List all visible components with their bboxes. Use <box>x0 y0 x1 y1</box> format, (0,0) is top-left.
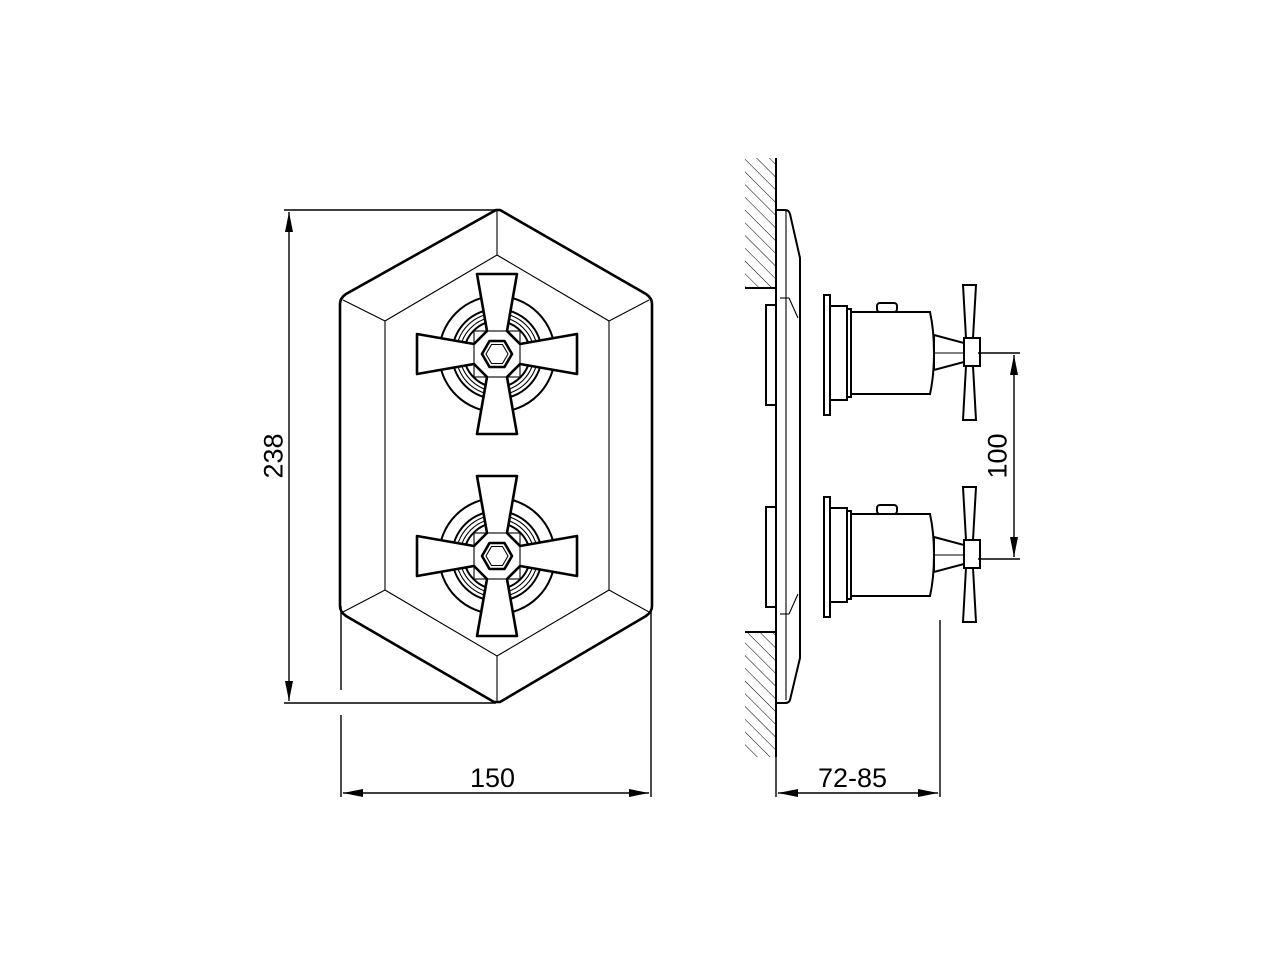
height-label: 238 <box>258 433 289 479</box>
spacing-dimension <box>978 352 1020 560</box>
depth-label: 72-85 <box>818 763 888 793</box>
spacing-label: 100 <box>982 433 1013 479</box>
width-dimension <box>340 606 652 797</box>
side-view <box>745 158 981 757</box>
faceplate-outline <box>338 208 654 704</box>
upper-handle-side <box>765 284 981 421</box>
front-view <box>338 208 654 704</box>
upper-cross-handle-front <box>415 272 579 436</box>
faceplate-profile <box>776 209 801 704</box>
depth-dimension <box>775 620 941 797</box>
wall-hatch-bottom <box>745 632 775 757</box>
lower-handle-side <box>765 486 981 623</box>
width-label: 150 <box>470 763 516 793</box>
lower-cross-handle-front <box>415 474 579 638</box>
height-dimension <box>284 209 496 704</box>
wall-hatch-top <box>745 158 775 288</box>
